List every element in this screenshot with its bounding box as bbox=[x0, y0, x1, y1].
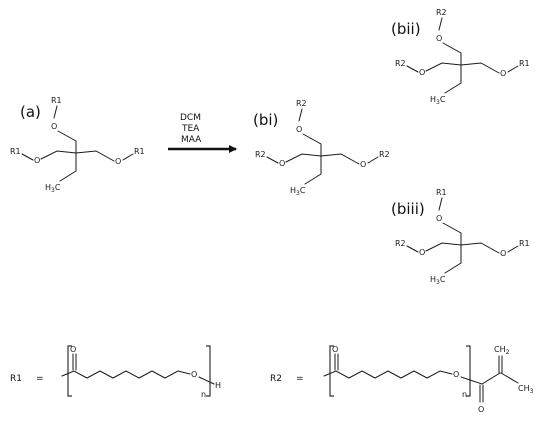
r1-equals: = bbox=[36, 374, 44, 384]
panel-label-bii: (bii) bbox=[391, 20, 421, 38]
right-bracket bbox=[466, 345, 471, 397]
substituent-left: R2 bbox=[255, 150, 266, 159]
oxygen-atom: O bbox=[436, 34, 442, 43]
substituent-left: R2 bbox=[395, 59, 406, 68]
left-bracket bbox=[329, 345, 334, 397]
substituent-top: R2 bbox=[296, 99, 307, 108]
substituent-left: R1 bbox=[10, 147, 21, 156]
methyl-bond bbox=[500, 372, 519, 384]
repeat-n: n bbox=[462, 390, 467, 399]
bond bbox=[122, 153, 134, 161]
bond bbox=[298, 108, 303, 122]
bond bbox=[425, 242, 500, 254]
methyl-label: H3C bbox=[290, 186, 306, 197]
oxygen-atom: O bbox=[436, 214, 442, 223]
chain-bond bbox=[323, 370, 453, 379]
oxygen-atom: O bbox=[360, 160, 366, 169]
panel-label-a: (a) bbox=[20, 103, 41, 121]
hydrogen-atom: H bbox=[215, 381, 221, 390]
panel-label-biii: (biii) bbox=[391, 200, 425, 218]
molecule-a: (a) R1 O R1 O O R1 H3C bbox=[10, 96, 145, 194]
condition-1: DCM bbox=[180, 113, 201, 123]
carbonyl-oxygen: O bbox=[332, 345, 338, 354]
bond bbox=[304, 155, 322, 185]
bond bbox=[425, 62, 500, 74]
substituent-left: R2 bbox=[395, 239, 406, 248]
methyl-label: H3C bbox=[430, 275, 446, 286]
left-bracket bbox=[67, 345, 72, 397]
substituent-right: R1 bbox=[519, 59, 530, 68]
bond bbox=[21, 153, 34, 161]
bond bbox=[302, 133, 322, 157]
bond bbox=[444, 244, 462, 274]
bond bbox=[507, 65, 519, 73]
r1-name: R1 bbox=[10, 374, 22, 384]
oxygen-atom: O bbox=[419, 68, 425, 77]
substituent-right: R2 bbox=[379, 150, 390, 159]
bond bbox=[507, 245, 519, 253]
methylene-label: CH2 bbox=[494, 345, 510, 356]
bond bbox=[406, 65, 419, 73]
bond bbox=[442, 222, 462, 246]
r2-name: R2 bbox=[270, 374, 282, 384]
repeat-n: n bbox=[201, 390, 206, 399]
panel-label-bi: (bi) bbox=[253, 111, 278, 129]
ester-bond bbox=[460, 372, 501, 385]
bond bbox=[367, 156, 379, 164]
substituent-top: R1 bbox=[436, 188, 447, 197]
r2-equals: = bbox=[296, 374, 304, 384]
molecule-biii: (biii) R1 O R2 O O R1 H3C bbox=[391, 188, 530, 286]
oxygen-atom: O bbox=[34, 156, 40, 165]
ester-oxygen: O bbox=[478, 405, 484, 414]
chain-oxygen: O bbox=[191, 370, 197, 379]
chain-oxygen: O bbox=[453, 370, 459, 379]
right-bracket bbox=[206, 345, 211, 397]
molecule-bii: (bii) R2 O R2 O O R1 H3C bbox=[391, 8, 530, 106]
bond bbox=[285, 153, 360, 165]
r2-definition: R2 = O O n O CH2 CH3 bbox=[270, 345, 534, 414]
substituent-right: R1 bbox=[134, 147, 145, 156]
bond bbox=[53, 105, 58, 119]
substituent-top: R1 bbox=[51, 96, 62, 105]
condition-3: MAA bbox=[181, 135, 202, 145]
bond bbox=[406, 245, 419, 253]
condition-2: TEA bbox=[181, 124, 200, 134]
oxygen-atom: O bbox=[115, 157, 121, 166]
substituent-top: R2 bbox=[436, 8, 447, 17]
reaction-arrow-group: DCM TEA MAA bbox=[168, 113, 237, 153]
bond bbox=[40, 150, 115, 162]
methyl-label: H3C bbox=[430, 95, 446, 106]
chain-bond bbox=[61, 370, 191, 379]
bond bbox=[444, 64, 462, 94]
carbonyl-oxygen: O bbox=[70, 345, 76, 354]
bond bbox=[438, 197, 443, 211]
oxygen-atom: O bbox=[296, 125, 302, 134]
oxygen-atom: O bbox=[51, 122, 57, 131]
methyl-label: H3C bbox=[45, 183, 61, 194]
methyl-label: CH3 bbox=[518, 384, 534, 395]
oxygen-atom: O bbox=[500, 69, 506, 78]
bond bbox=[57, 130, 77, 154]
bond bbox=[442, 42, 462, 66]
oxygen-atom: O bbox=[500, 249, 506, 258]
bond bbox=[266, 156, 279, 164]
oxygen-atom: O bbox=[419, 248, 425, 257]
molecule-bi: (bi) R2 O R2 O O R2 H3C bbox=[253, 99, 390, 197]
oxygen-atom: O bbox=[279, 159, 285, 168]
r1-definition: R1 = O O H n bbox=[10, 345, 221, 399]
oh-bond bbox=[198, 376, 215, 385]
substituent-right: R1 bbox=[519, 239, 530, 248]
bond bbox=[438, 17, 443, 31]
bond bbox=[59, 152, 77, 182]
